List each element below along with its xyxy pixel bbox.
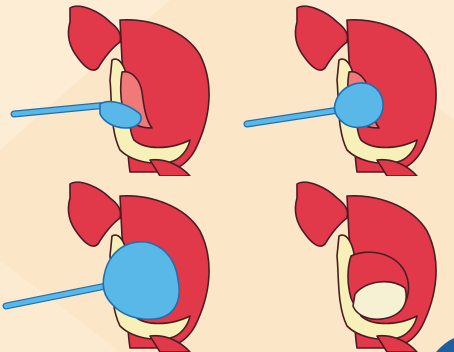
balloon-large bbox=[103, 242, 179, 319]
vertebra-illustration bbox=[68, 6, 209, 176]
vertebra-illustration bbox=[295, 182, 436, 352]
panel-step-1 bbox=[0, 0, 227, 176]
panel-step-2 bbox=[227, 0, 454, 176]
cannula-instrument bbox=[6, 242, 179, 319]
panel-step-4 bbox=[227, 176, 454, 352]
panel-step-3 bbox=[0, 176, 227, 352]
cannula-instrument bbox=[14, 102, 141, 128]
cannula-instrument bbox=[247, 83, 383, 127]
